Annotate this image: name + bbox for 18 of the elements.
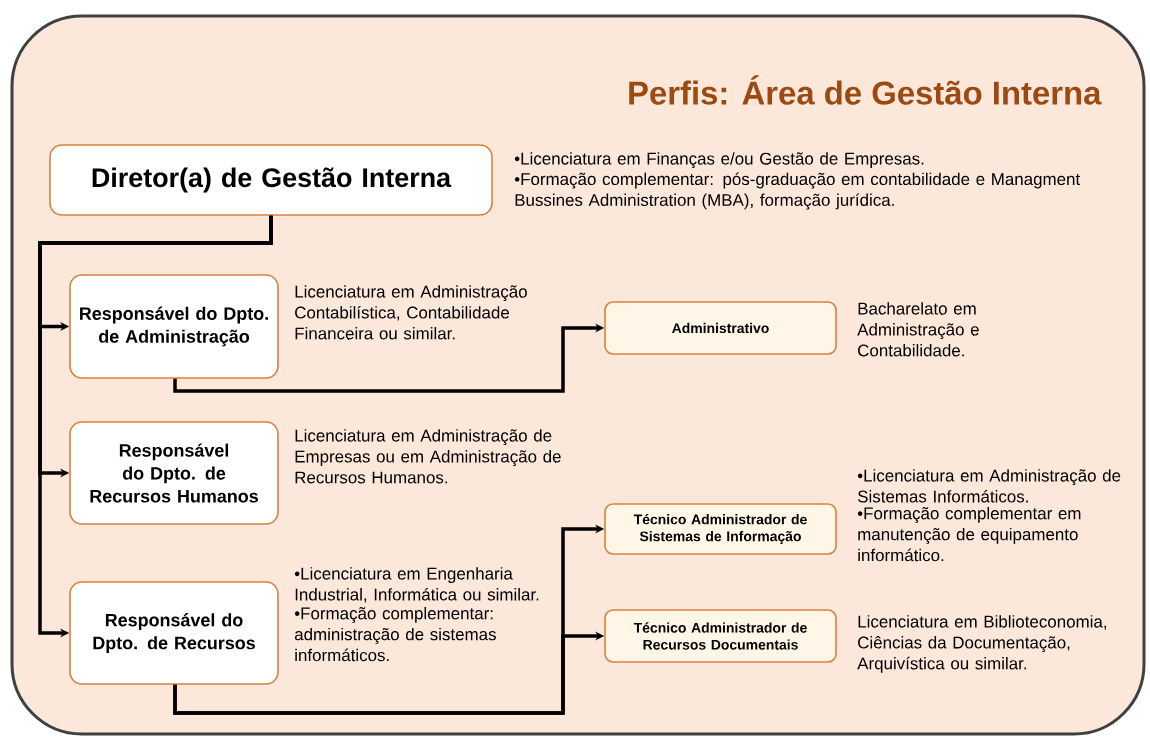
requirement-text: •Formação complementar em manutenção de equipamento informático. — [857, 506, 1081, 562]
requirement-text: Licenciatura em Administração de Empresas ou em Administração de Recursos Humanos. — [295, 429, 561, 484]
requirement-text: •Formação complementar: administração de sistemas informáticos. — [294, 606, 496, 662]
role-box: Responsável do Dpto. de Administração — [69, 274, 279, 379]
role-box: Técnico Administrador de Sistemas de Informação — [604, 503, 837, 555]
role-box: Administrativo — [604, 301, 837, 355]
requirement-text: Licenciatura em Administração Contabilística, Contabilidade Financeira ou similar. — [295, 285, 527, 340]
requirement-text: •Licenciatura em Engenharia Industrial, Informática ou similar. — [294, 567, 539, 603]
role-box: Técnico Administrador de Recursos Documentais — [604, 609, 837, 663]
requirement-text: Licenciatura em Biblioteconomia, Ciências da Documentação, Arquivística ou similar. — [857, 615, 1107, 673]
title: Perfis: Área de Gestão Interna — [629, 75, 1102, 105]
requirement-text: •Formação complementar: pós-graduação em contabilidade e Managment Bussines Administration (MBA), formação jurídica. — [514, 172, 1081, 210]
requirement-text: •Licenciatura em Administração de Sistemas Informáticos. — [857, 469, 1121, 503]
requirement-text: •Licenciatura em Finanças e/ou Gestão de Empresas. — [514, 152, 924, 169]
requirement-text: Bacharelato em Administração e Contabilidade. — [857, 302, 979, 357]
role-box: Responsável do Dpto. de Recursos Humanos — [69, 421, 279, 525]
role-box: Diretor(a) de Gestão Interna — [49, 144, 493, 216]
role-box: Responsável do Dpto. de Recursos — [69, 581, 279, 685]
